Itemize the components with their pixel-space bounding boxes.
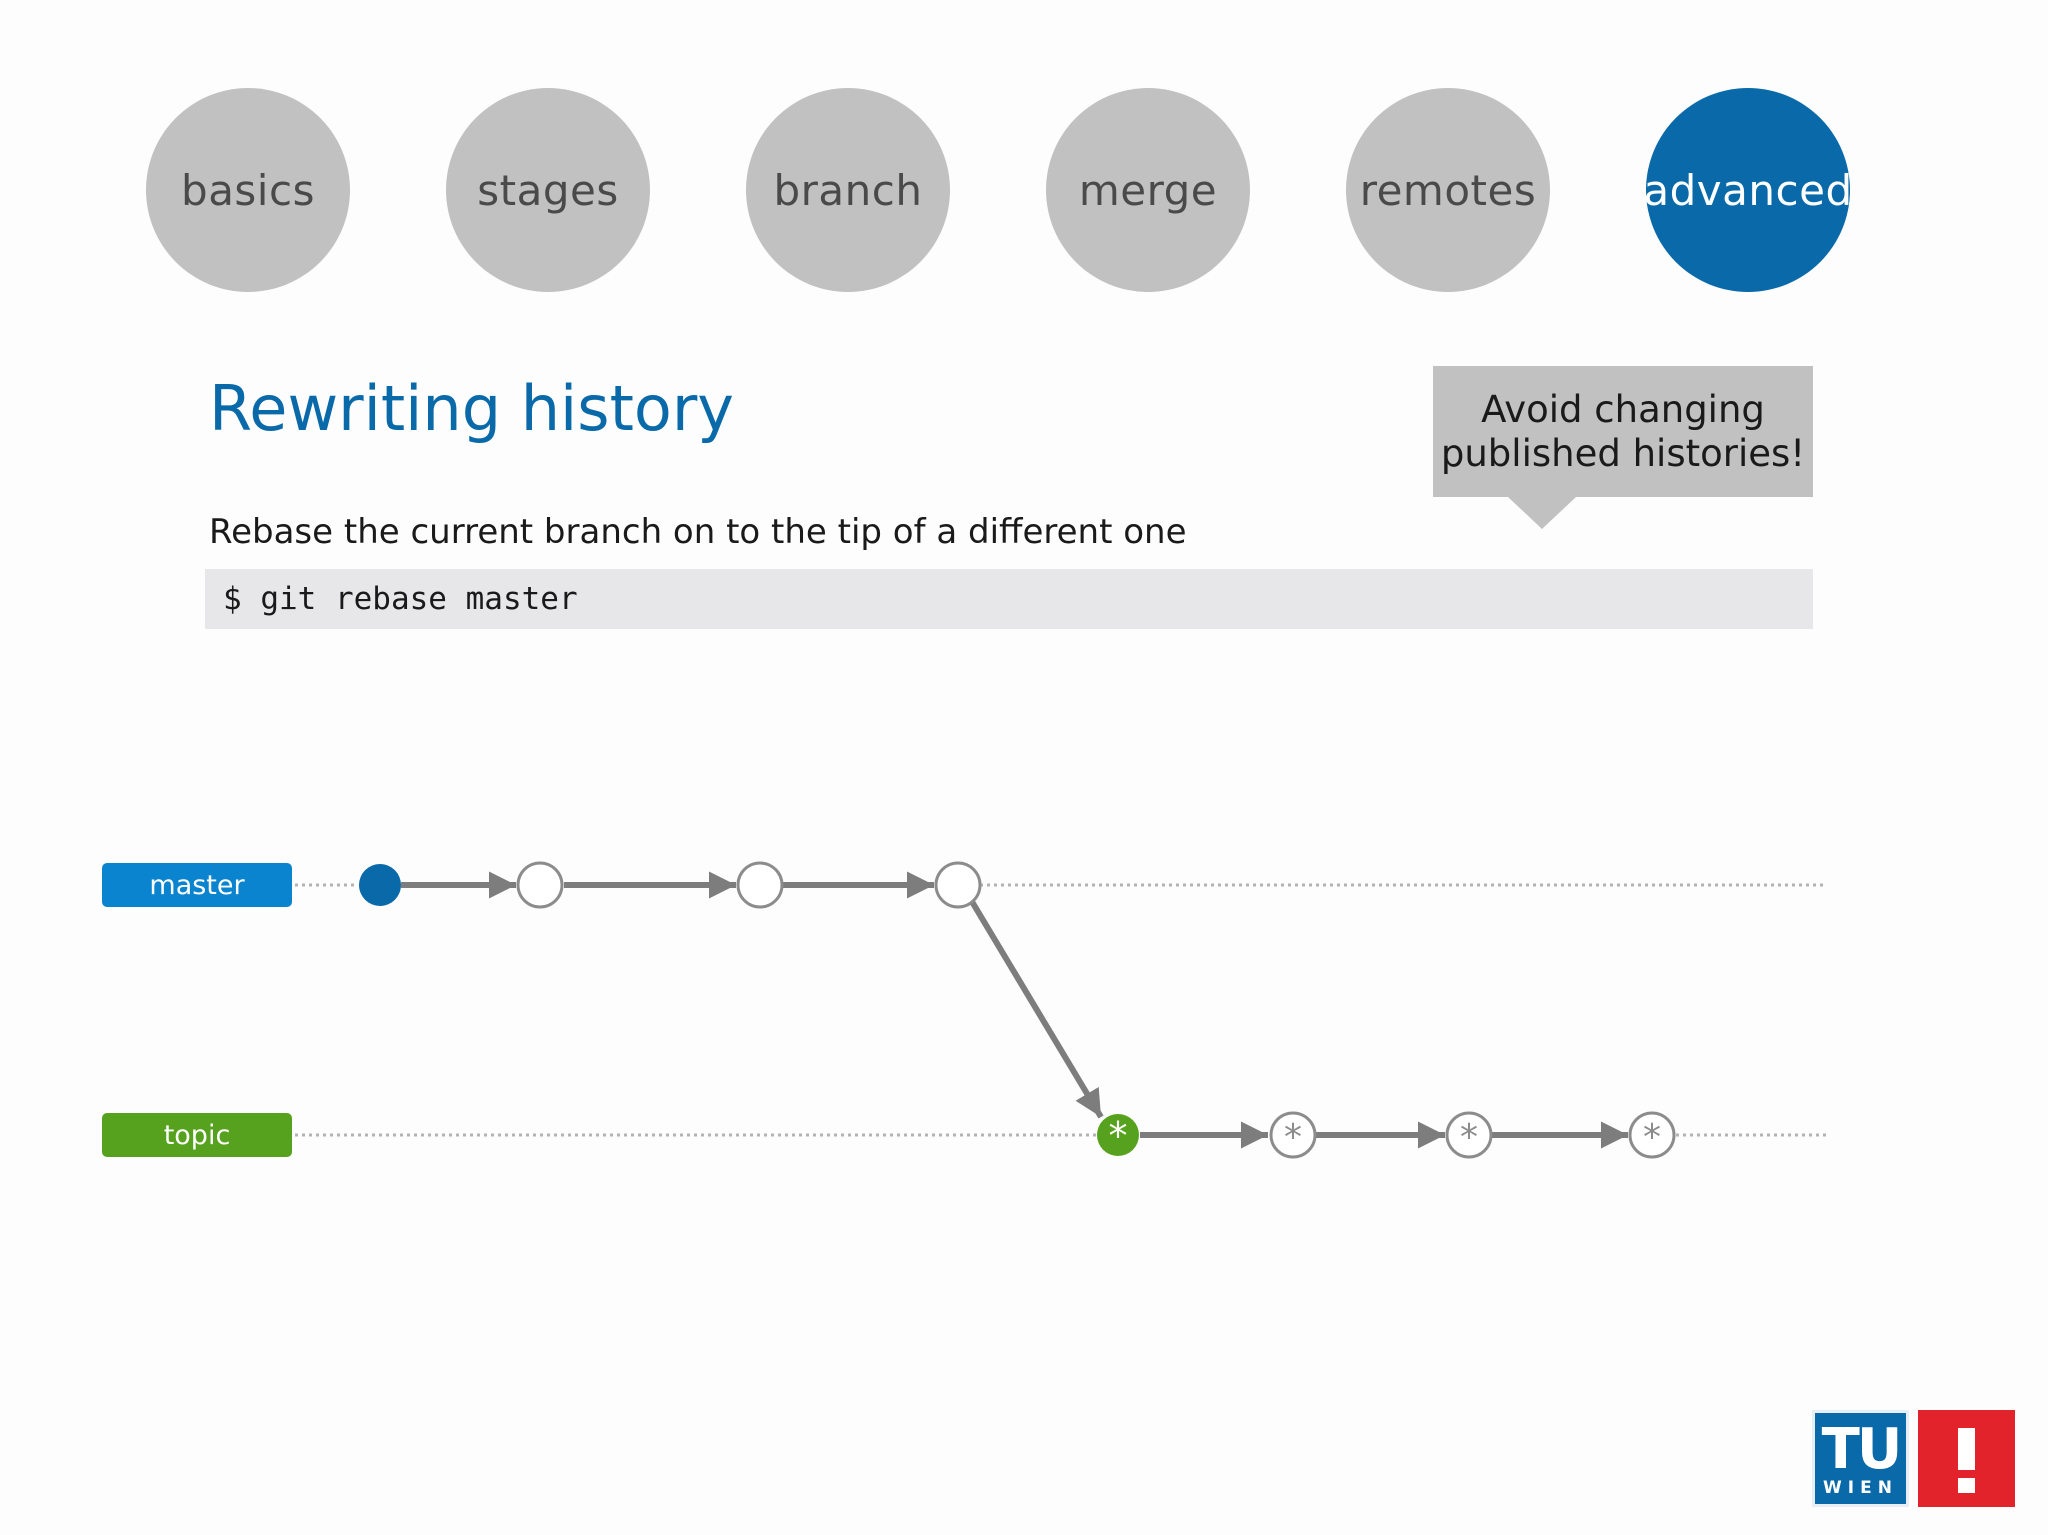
slide-title: Rewriting history	[209, 372, 735, 445]
commit-topic-1	[1269, 1111, 1317, 1159]
nav-stages[interactable]: stages	[446, 88, 650, 292]
logo-subtext: WIEN	[1823, 1478, 1898, 1498]
exclamation-bar	[1958, 1428, 1975, 1470]
logo-exclamation-icon	[1918, 1410, 2015, 1507]
commit-topic-2	[1445, 1111, 1493, 1159]
warning-callout: Avoid changing published histories!	[1433, 366, 1813, 497]
commit-topic-3-marker: *	[1643, 1117, 1661, 1158]
command-text: $ git rebase master	[223, 581, 578, 617]
logo-letters: TU	[1821, 1417, 1903, 1482]
edge-rebase-onto	[968, 898, 1104, 1119]
nav-advanced[interactable]: advanced	[1643, 88, 1852, 292]
commit-topic-2-marker: *	[1460, 1117, 1478, 1158]
nav-branch[interactable]: branch	[746, 88, 950, 292]
commit-master-base	[359, 864, 401, 906]
nav-merge[interactable]: merge	[1046, 88, 1250, 292]
commit-master-3	[934, 861, 982, 909]
tu-wien-logo: TU WIEN	[1812, 1410, 1909, 1507]
nav-basics[interactable]: basics	[146, 88, 350, 292]
commit-topic-rebased-marker: *	[1109, 1114, 1128, 1158]
callout-pointer	[1508, 497, 1576, 529]
branch-label-master: master	[102, 863, 292, 907]
commit-topic-3	[1628, 1111, 1676, 1159]
slide-subtitle: Rebase the current branch on to the tip …	[209, 512, 1187, 552]
commit-topic-rebased	[1097, 1114, 1139, 1156]
branch-label-topic: topic	[102, 1113, 292, 1157]
commit-master-2	[736, 861, 784, 909]
callout-text: Avoid changing published histories!	[1440, 388, 1806, 475]
exclamation-dot	[1958, 1478, 1975, 1493]
command-block: $ git rebase master	[205, 569, 1813, 629]
commit-topic-1-marker: *	[1284, 1117, 1302, 1158]
nav-remotes[interactable]: remotes	[1346, 88, 1550, 292]
commit-master-1	[516, 861, 564, 909]
